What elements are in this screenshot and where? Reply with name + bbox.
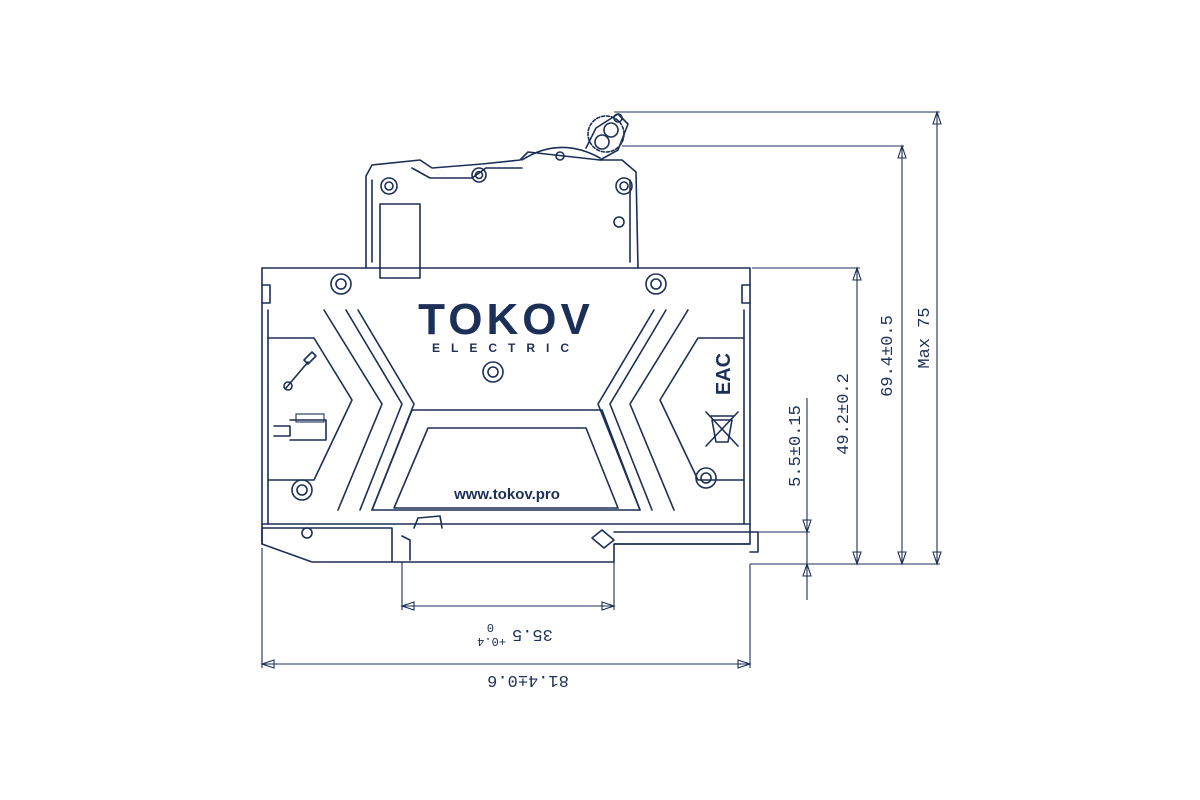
logo-text: TOKOV (418, 295, 594, 344)
dim-max-height: Max 75 (916, 307, 935, 368)
weee-bin-icon (705, 411, 739, 447)
breaker-top-housing (365, 113, 639, 279)
website-label: www.tokov.pro (453, 486, 560, 503)
body-hole-bottom-left (291, 479, 313, 501)
body-hole-small (301, 527, 313, 539)
dim-inner-width: 35.5 (512, 624, 553, 643)
breaker-main-body (261, 267, 759, 563)
screwdriver-icon (283, 351, 317, 391)
top-hole-right (615, 177, 633, 195)
dimension-lines (260, 110, 942, 669)
dim-toggle-height: 69.4±0.5 (879, 315, 898, 397)
top-hole-left (380, 177, 398, 195)
toggle-gear-icon (585, 113, 629, 161)
body-hole-center (482, 361, 504, 383)
dim-inner-group: 35.5 +0.4 0 (477, 620, 553, 648)
body-hole-top-left (330, 273, 352, 295)
dim-inner-tol-top: +0.4 (477, 634, 506, 648)
dim-body-height: 49.2±0.2 (835, 373, 854, 455)
pivot-hole (471, 167, 487, 183)
toggle-slot (379, 203, 421, 279)
dim-rail-depth: 5.5±0.15 (787, 405, 806, 487)
brand-logo: TOKOV ELECTRIC (418, 295, 594, 355)
eac-mark-text: EAC (713, 353, 735, 395)
body-hole-bottom-right (695, 467, 717, 489)
eac-mark-icon: EAC (713, 353, 735, 395)
dim-total-width: 81.4±0.6 (487, 670, 569, 689)
body-hole-top-right (645, 273, 667, 295)
logo-subtext: ELECTRIC (432, 341, 580, 355)
strip-length-icon (273, 413, 327, 441)
small-hole (613, 216, 625, 228)
dim-inner-tol-bottom: 0 (487, 620, 494, 634)
